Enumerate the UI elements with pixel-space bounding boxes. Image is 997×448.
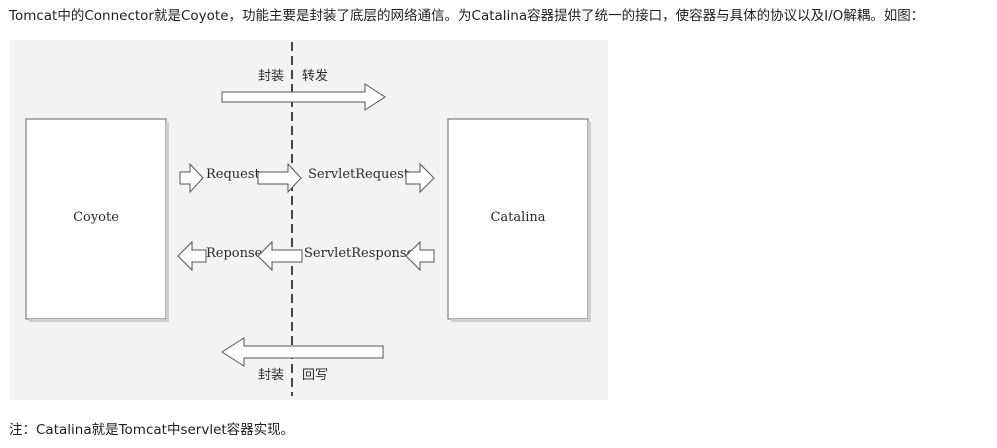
- response-arrow-mid: [257, 240, 303, 272]
- response-label: Reponse: [206, 246, 263, 261]
- note-paragraph: 注：Catalina就是Tomcat中servlet容器实现。: [9, 422, 295, 438]
- top-right-label: 转发: [302, 68, 328, 84]
- servlet-request-arrow: [405, 162, 435, 194]
- coyote-label: Coyote: [73, 210, 119, 225]
- forward-arrow: [221, 83, 386, 111]
- catalina-box: [447, 118, 589, 320]
- catalina-box-shadow-bottom: [451, 319, 591, 322]
- servlet-response-arrow: [405, 240, 435, 272]
- catalina-box-shadow: [588, 122, 591, 322]
- intro-paragraph: Tomcat中的Connector就是Coyote，功能主要是封装了底层的网络通…: [9, 8, 925, 24]
- request-arrow-mid: [257, 162, 302, 194]
- connector-diagram-svg: Coyote Catalina 封装 转发 Request ServletReq…: [25, 42, 591, 396]
- coyote-box-shadow: [166, 122, 169, 322]
- request-label: Request: [206, 167, 261, 182]
- top-left-label: 封装: [258, 69, 284, 84]
- servlet-response-label: ServletResponse: [304, 246, 415, 261]
- write-back-arrow: [221, 337, 384, 367]
- coyote-box-shadow-bottom: [29, 319, 169, 322]
- coyote-box: [25, 118, 167, 320]
- bottom-left-label: 封装: [258, 368, 284, 383]
- response-arrow-left: [177, 240, 207, 272]
- bottom-right-label: 回写: [302, 368, 328, 383]
- connector-diagram: Coyote Catalina 封装 转发 Request ServletReq…: [10, 40, 608, 400]
- request-arrow-left: [179, 162, 204, 194]
- catalina-label: Catalina: [490, 210, 545, 225]
- servlet-request-label: ServletRequest: [308, 167, 410, 182]
